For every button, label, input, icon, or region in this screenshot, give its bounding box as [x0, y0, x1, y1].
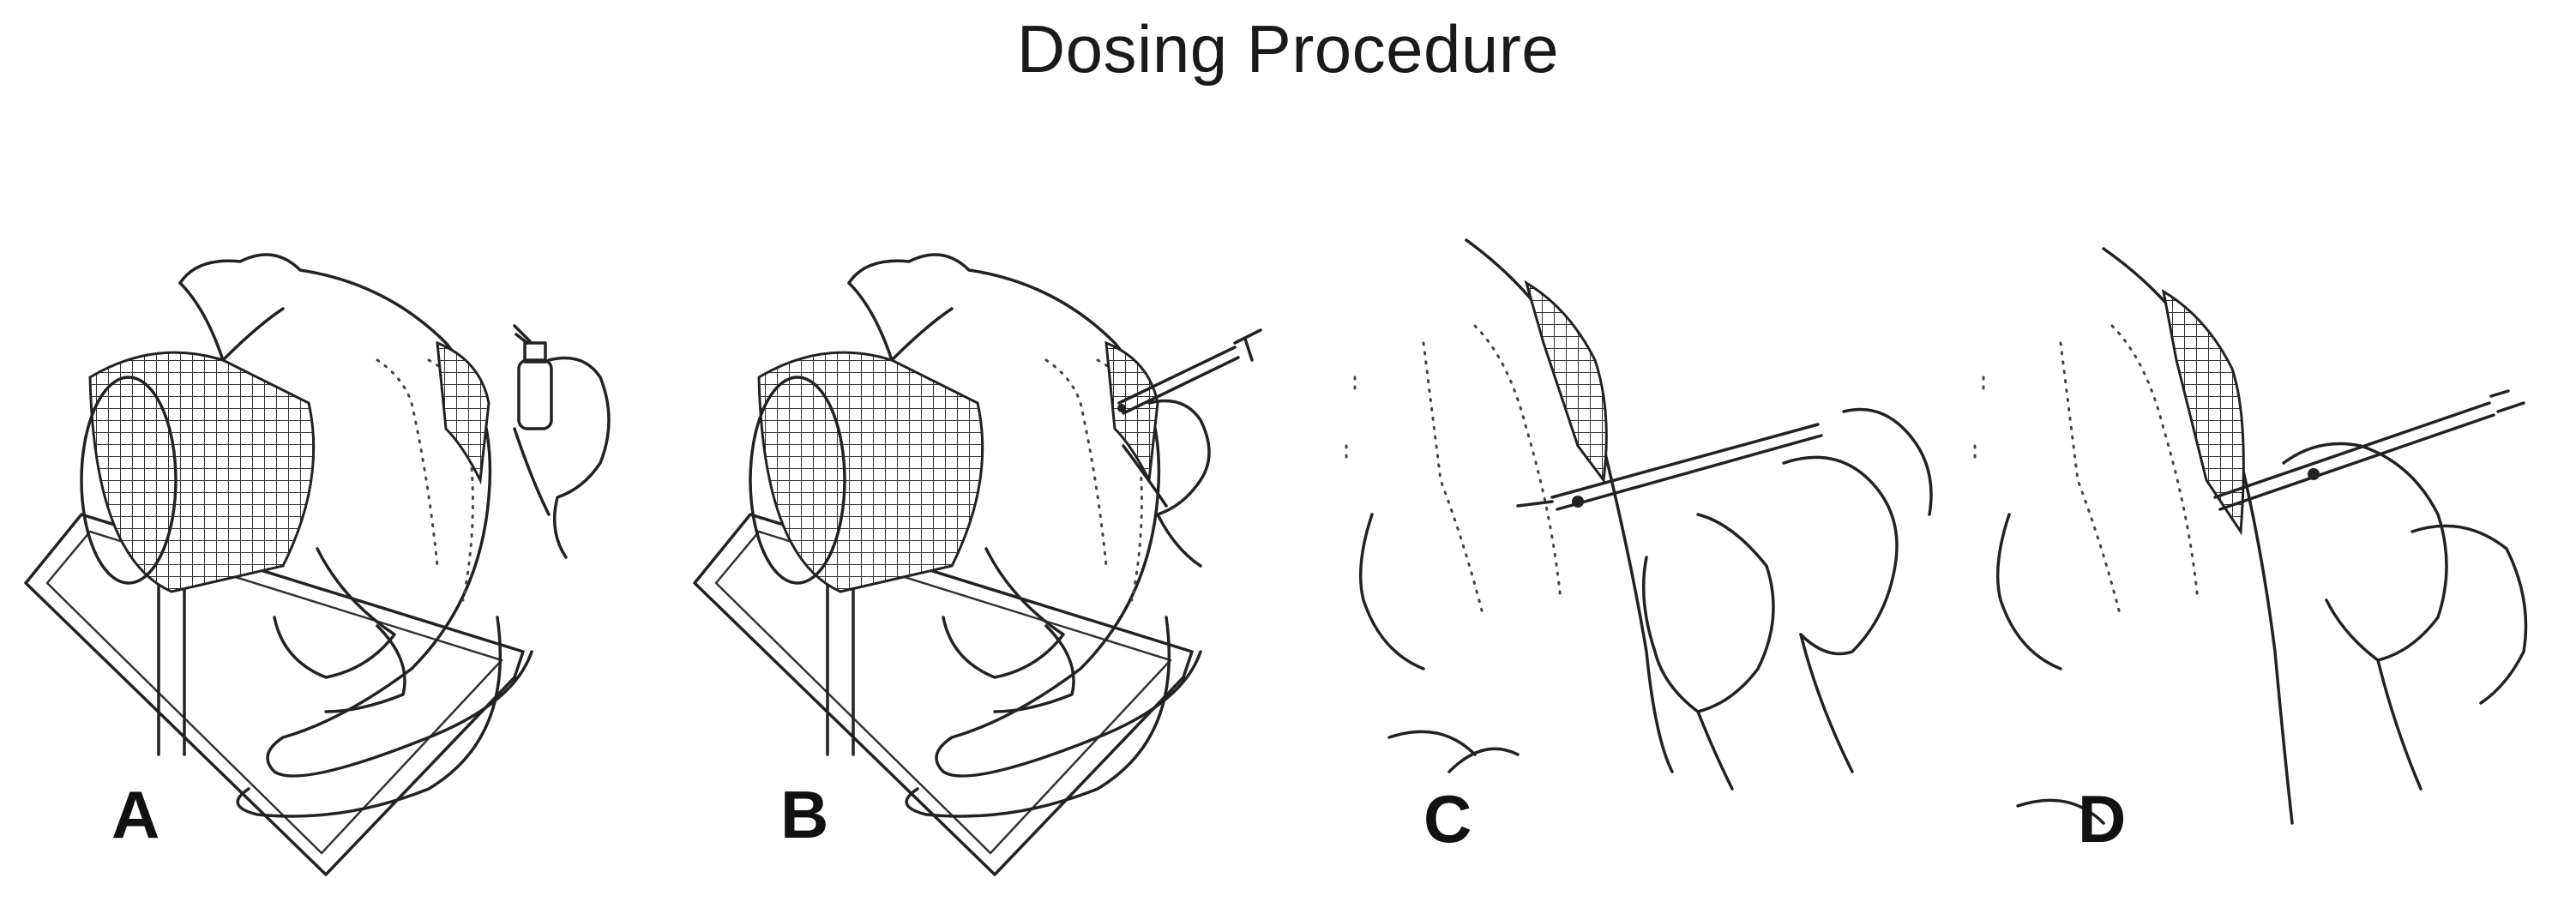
panel-d-illustration: [1973, 247, 2528, 825]
panel-d-label: D: [2078, 781, 2127, 857]
panel-c: C: [1338, 0, 1982, 902]
panel-d: D: [1932, 0, 2576, 902]
panel-b-label: B: [780, 777, 829, 852]
panel-b: B: [669, 0, 1313, 902]
panel-c-illustration: [1345, 238, 1933, 791]
panel-a-illustration: [24, 253, 611, 876]
figure-title: Dosing Procedure: [1016, 11, 1560, 87]
panel-a-label: A: [111, 777, 160, 852]
panel-c-label: C: [1423, 781, 1472, 857]
panel-b-illustration: [693, 253, 1262, 876]
panel-a: A: [0, 0, 644, 902]
